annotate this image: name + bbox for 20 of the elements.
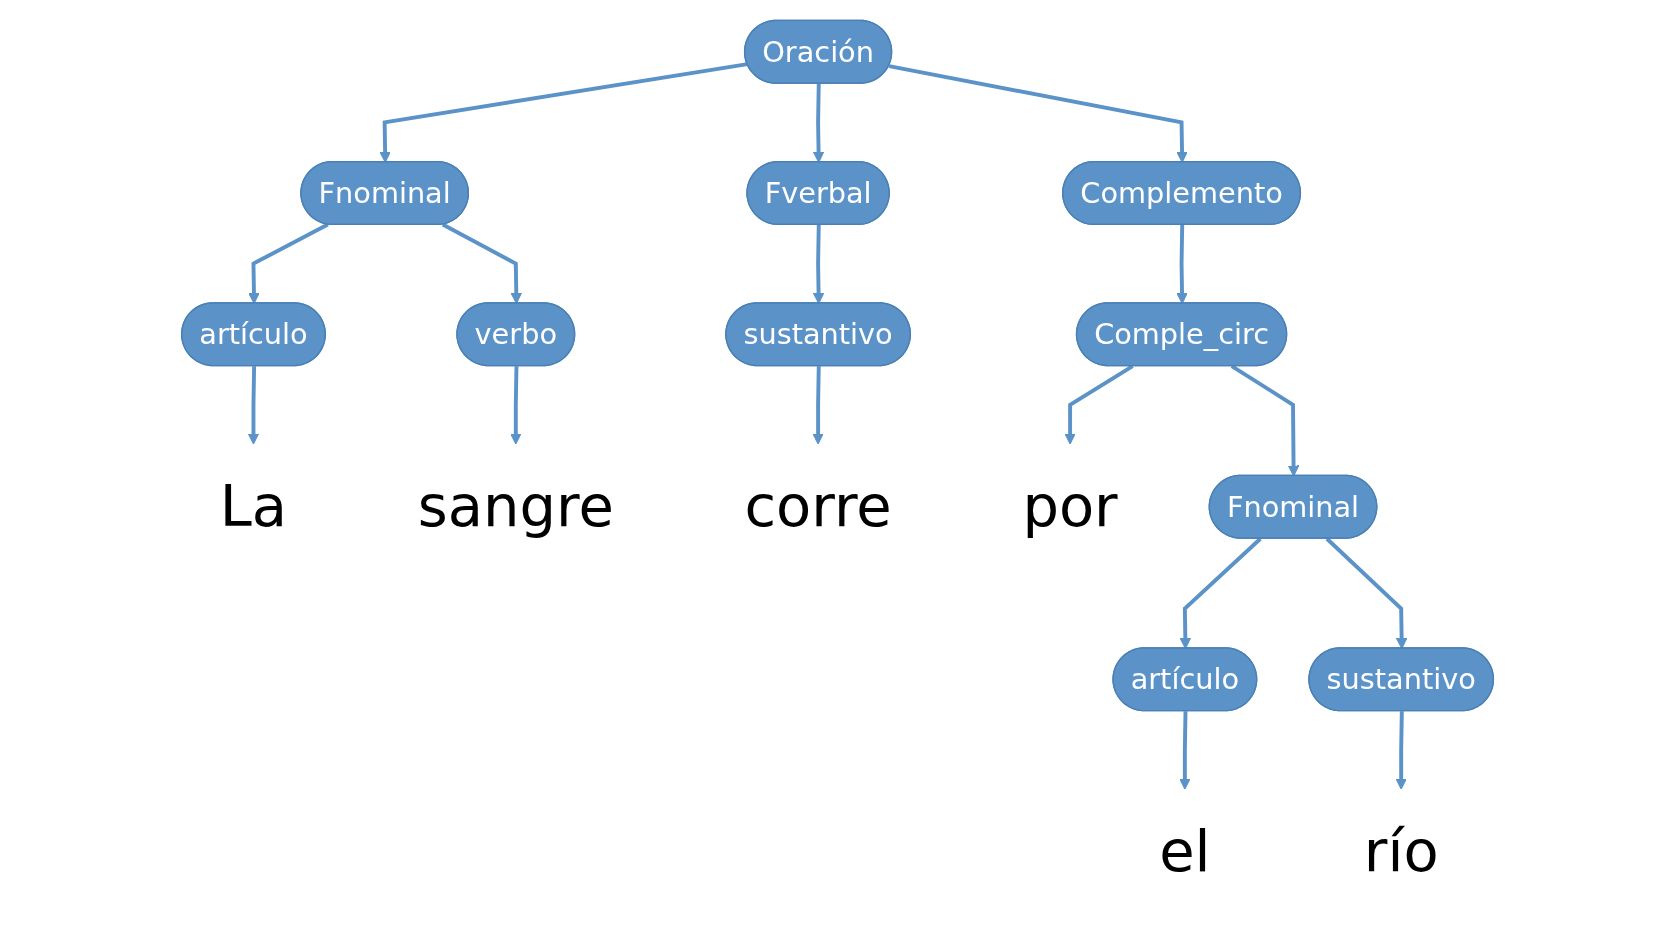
node-text: corre [744, 472, 892, 540]
arrow [1064, 364, 1134, 445]
arrow [812, 366, 824, 445]
arrow [812, 83, 825, 163]
node-text: La [219, 472, 288, 540]
arrow [441, 222, 523, 304]
arrow [379, 62, 748, 163]
arrow [1179, 711, 1191, 790]
arrow [1176, 225, 1188, 304]
node-text: río [1363, 817, 1439, 885]
arrow [812, 225, 825, 304]
arrow [247, 366, 260, 445]
node-text: el [1159, 817, 1211, 885]
arrow [510, 366, 522, 445]
arrow [1230, 364, 1300, 477]
node-text: sangre [417, 472, 614, 540]
arrow [248, 222, 329, 304]
node-text: por [1022, 472, 1118, 540]
arrow [888, 64, 1188, 163]
arrow [1395, 711, 1407, 790]
